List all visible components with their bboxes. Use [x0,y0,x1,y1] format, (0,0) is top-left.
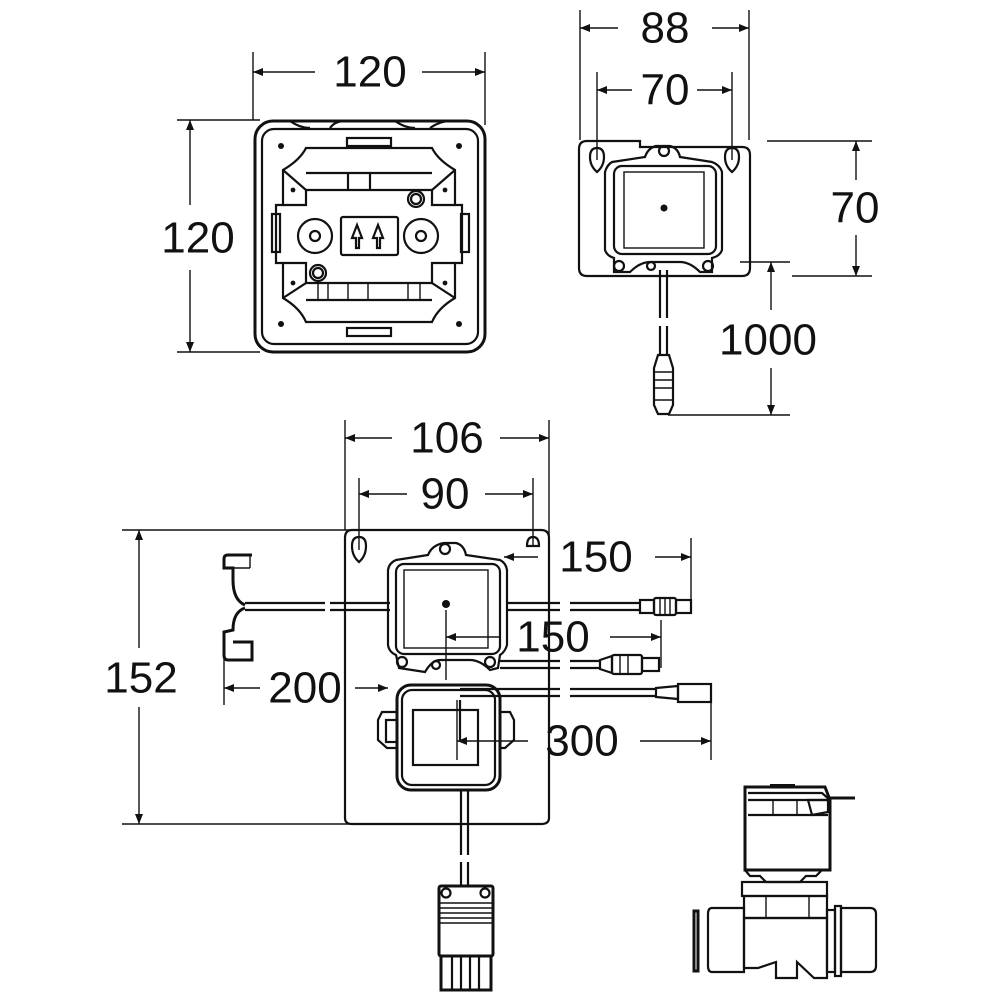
mounting-plate [343,528,551,826]
sensor-module-view: 88 70 70 1000 [577,4,880,416]
dimension-label: 300 [545,717,618,766]
dimension-label: 88 [641,4,690,53]
dimension-width-88: 88 [579,4,750,140]
dimension-cable-150-mid: 150 [445,610,662,680]
dimension-hole-spacing-70: 70 [596,66,733,160]
dimension-cable-1000: 1000 [668,261,817,416]
power-plug-icon [437,884,495,992]
cable-connector-icon [652,353,675,416]
dimension-height-152: 152 [104,529,350,825]
dimension-width-120: 120 [252,48,486,125]
front-box-view: 120 120 [161,48,487,354]
dimension-label: 120 [333,48,406,97]
flush-box [253,119,487,354]
sensor-module [577,139,752,416]
dimension-label: 70 [831,184,880,233]
up-arrow-icon [350,221,385,250]
mounting-plate-view: 106 90 152 200 150 [104,414,713,992]
cable-bottom [460,682,713,704]
dimension-label: 106 [410,414,483,463]
dimension-label: 152 [104,654,177,703]
cable-middle [500,653,661,676]
power-supply-unit [376,683,516,885]
cable-connector-icon [654,682,713,704]
dimension-cable-150-top: 150 [504,533,692,607]
cable-connector-icon [598,653,661,676]
dimension-width-106: 106 [344,414,550,540]
cable-clip-icon [222,553,254,662]
dimension-label: 1000 [719,316,817,365]
dimension-height-70: 70 [767,140,880,277]
dimension-label: 120 [161,214,234,263]
dimension-label: 70 [641,66,690,115]
solenoid-valve-icon [692,784,878,980]
dimension-cable-300: 300 [456,685,712,766]
cable-top [245,596,693,617]
dimension-cable-200: 200 [223,632,388,713]
dimension-hole-spacing-90: 90 [358,470,534,550]
electronics-module [386,541,509,674]
dimension-label: 150 [559,533,632,582]
dimension-height-120: 120 [161,119,260,353]
dimension-label: 150 [516,613,589,662]
cable-connector-icon [638,596,693,617]
dimension-label: 200 [268,664,341,713]
dimension-label: 90 [421,470,470,519]
